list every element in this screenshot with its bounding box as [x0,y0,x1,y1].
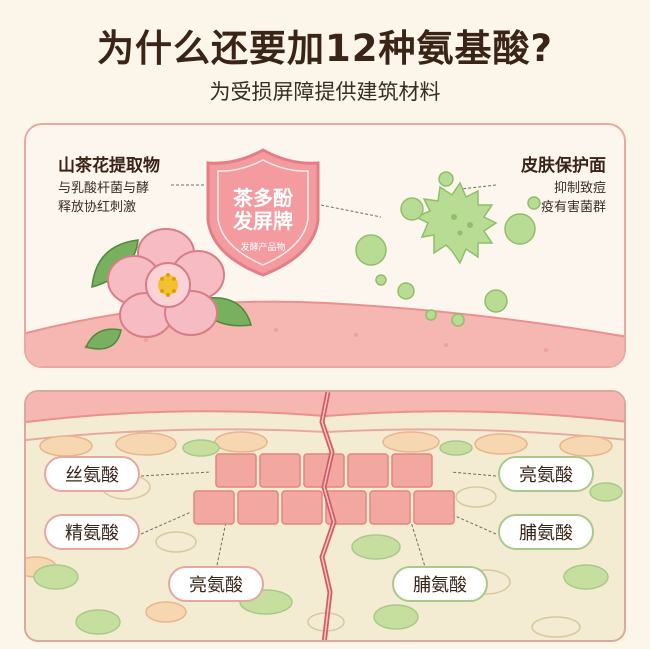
label-leucine: 亮氨酸 [498,456,594,492]
shield-line-1: 茶多酚 [233,186,293,210]
right-text-block: 皮肤保护面 抑制致痘 疫有害菌群 [496,151,606,217]
label-serine: 丝氨酸 [44,456,140,492]
skin-barrier-illustration [26,392,624,640]
top-illustration [26,148,624,366]
left-heading: 山茶花提取物 [58,156,160,176]
left-text-block: 山茶花提取物 与乳酸杆菌与酵 释放协红刺激 [58,151,160,217]
label-proline: 脯氨酸 [498,514,594,550]
right-desc-2: 疫有害菌群 [540,200,606,215]
right-heading: 皮肤保护面 [521,156,606,176]
shield-small-text: 发酵产品物 [240,243,286,253]
shield-text: 茶多酚 发屏牌 发酵产品物 [208,187,318,260]
shield-icon [206,148,320,277]
amino-acid-bricks [193,453,455,525]
bottom-illustration-panel: 丝氨酸 精氨酸 亮氨酸 亮氨酸 脯氨酸 脯氨酸 [24,390,626,642]
label-arginine: 精氨酸 [44,514,140,550]
bacteria-icon [355,171,541,327]
shield-line-2: 发屏牌 [233,209,293,233]
page-title: 为什么还要加12种氨基酸? [97,27,553,70]
skin-cells [26,431,613,623]
label-leucine-bottom: 亮氨酸 [168,566,264,602]
page-subtitle: 为受损屏障提供建筑材料 [209,80,441,104]
left-desc-1: 与乳酸杆菌与酵 [58,181,150,196]
left-desc-2: 释放协红刺激 [58,200,137,215]
green-cells [33,439,623,635]
top-illustration-panel: 山茶花提取物 与乳酸杆菌与酵 释放协红刺激 茶多酚 发屏牌 发酵产品物 皮肤保护… [24,123,626,368]
right-desc-1: 抑制致痘 [553,181,606,196]
label-proline-bottom: 脯氨酸 [392,566,488,602]
